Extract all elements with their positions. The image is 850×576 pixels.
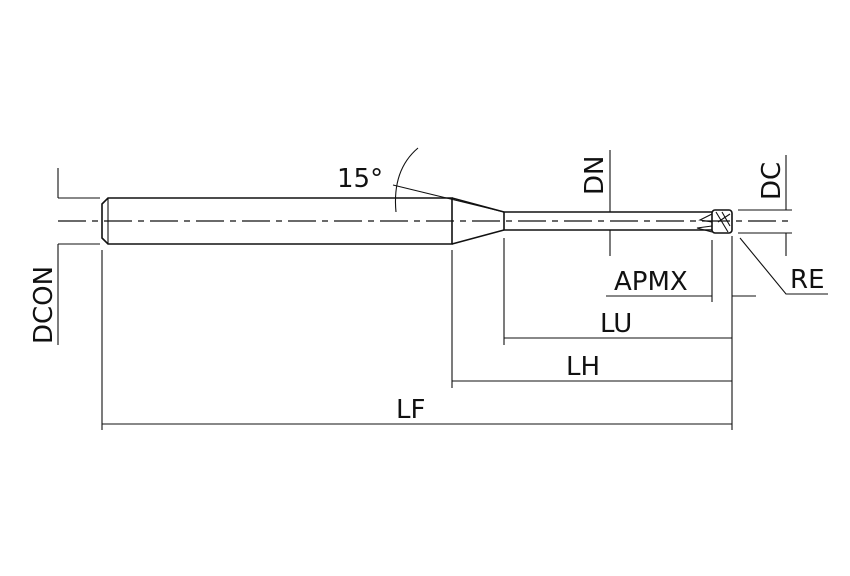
- re-label: RE: [790, 265, 825, 295]
- dn-label: DN: [580, 156, 610, 195]
- dc-label: DC: [757, 162, 787, 200]
- lf-dimension: LF: [101, 250, 732, 430]
- lu-label: LU: [600, 309, 632, 339]
- re-dimension: RE: [739, 237, 828, 295]
- neck: [503, 211, 712, 231]
- dn-dimension: DN: [580, 150, 611, 256]
- angle-label: 15°: [337, 164, 383, 194]
- dcon-label: DCON: [29, 266, 59, 344]
- lh-dimension: LH: [451, 250, 732, 388]
- apmx-dimension: APMX: [606, 236, 756, 430]
- lu-dimension: LU: [503, 238, 732, 345]
- lf-label: LF: [396, 395, 425, 425]
- dc-dimension: DC: [738, 155, 792, 256]
- tool-body: [58, 197, 790, 245]
- apmx-label: APMX: [614, 267, 688, 297]
- angle-dimension: 15°: [337, 147, 505, 213]
- lh-label: LH: [566, 352, 600, 382]
- dcon-dimension: DCON: [29, 168, 100, 345]
